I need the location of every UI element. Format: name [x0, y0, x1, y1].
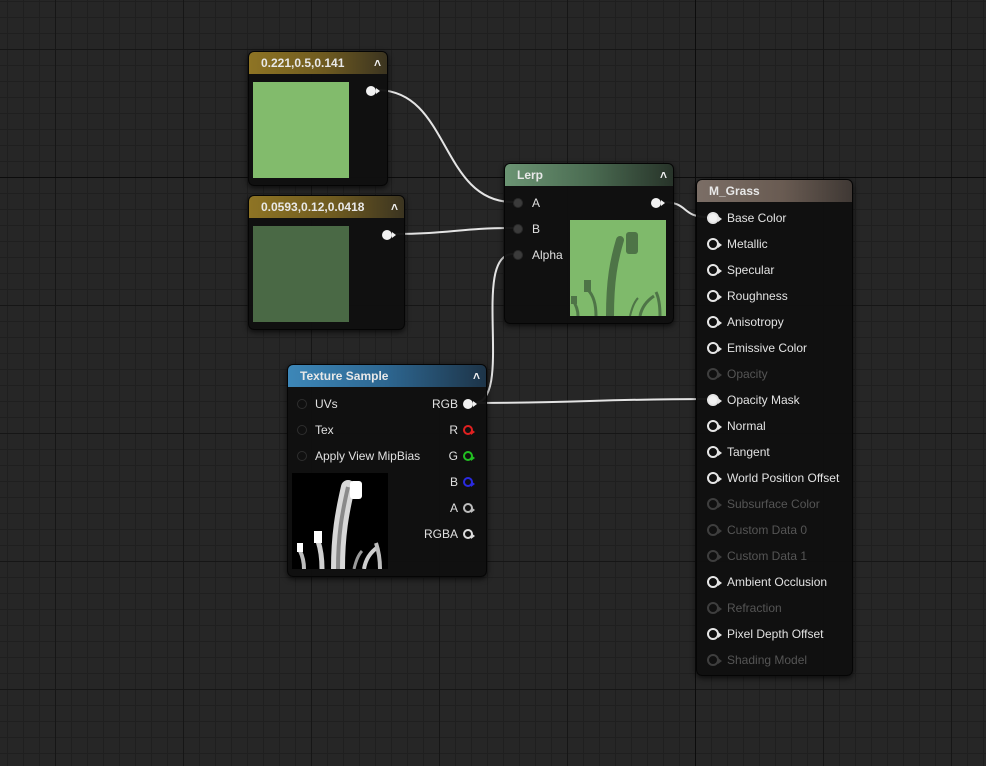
lerp-input-pin-alpha[interactable]: [513, 250, 523, 260]
lerp-preview-thumbnail: [570, 220, 666, 316]
constant-node-light[interactable]: 0.221,0.5,0.141 ˄: [248, 51, 388, 186]
material-pin-label: World Position Offset: [727, 471, 840, 485]
material-input-pin-opacity-mask[interactable]: [707, 394, 722, 406]
material-input-pin-emissive-color[interactable]: [707, 342, 722, 354]
texture-output-label-a: A: [449, 501, 458, 515]
material-pin-label: Normal: [727, 419, 766, 433]
chevron-up-icon[interactable]: ˄: [472, 369, 480, 383]
material-input-pin-refraction: [707, 602, 722, 614]
constant-light-output-pin[interactable]: [366, 86, 380, 96]
material-input-pin-ambient-occlusion[interactable]: [707, 576, 722, 588]
texture-input-pin-tex[interactable]: [297, 425, 307, 435]
constant-node-dark[interactable]: 0.0593,0.12,0.0418 ˄: [248, 195, 405, 330]
constant-dark-output-pin[interactable]: [382, 230, 396, 240]
material-input-pin-world-position-offset[interactable]: [707, 472, 722, 484]
lerp-input-pin-a[interactable]: [513, 198, 523, 208]
material-pin-label: Opacity: [727, 367, 768, 381]
texture-output-label-g: G: [448, 449, 458, 463]
texture-output-pin-r[interactable]: [463, 425, 475, 435]
chevron-up-icon[interactable]: ˄: [390, 200, 398, 214]
constant-node-light-title: 0.221,0.5,0.141: [261, 56, 345, 70]
wire-constant-dark-to-lerp-b[interactable]: [392, 227, 514, 235]
material-input-pin-specular[interactable]: [707, 264, 722, 276]
material-pin-label: Shading Model: [727, 653, 808, 667]
material-pin-label: Pixel Depth Offset: [727, 627, 824, 641]
material-input-pin-base-color[interactable]: [707, 212, 722, 224]
texture-output-pin-rgb[interactable]: [463, 399, 477, 409]
texture-input-label-tex: Tex: [315, 423, 334, 437]
lerp-node-header[interactable]: Lerp ˄: [505, 164, 673, 186]
material-input-pin-normal[interactable]: [707, 420, 722, 432]
material-pin-label: Custom Data 1: [727, 549, 808, 563]
material-input-pin-custom-data-0: [707, 524, 722, 536]
lerp-input-label-alpha: Alpha: [532, 248, 563, 262]
material-input-pin-custom-data-1: [707, 550, 722, 562]
constant-light-color-swatch: [253, 82, 349, 178]
lerp-node[interactable]: Lerp ˄ A B Alpha: [504, 163, 674, 324]
material-input-pin-shading-model: [707, 654, 722, 666]
texture-output-label-rgb: RGB: [431, 397, 458, 411]
material-pin-label: Opacity Mask: [727, 393, 800, 407]
wire-constant-light-to-lerp-a[interactable]: [376, 89, 514, 203]
material-output-title: M_Grass: [709, 184, 760, 198]
material-input-pin-anisotropy[interactable]: [707, 316, 722, 328]
texture-output-label-b: B: [449, 475, 458, 489]
material-pin-label: Specular: [727, 263, 775, 277]
material-pin-label: Custom Data 0: [727, 523, 808, 537]
material-pin-label: Ambient Occlusion: [727, 575, 828, 589]
texture-input-pin-mipbias[interactable]: [297, 451, 307, 461]
material-output-header[interactable]: M_Grass: [697, 180, 852, 202]
texture-output-label-r: R: [449, 423, 458, 437]
constant-node-light-header[interactable]: 0.221,0.5,0.141 ˄: [249, 52, 387, 74]
graph-axis-vertical: [695, 0, 696, 766]
texture-sample-header[interactable]: Texture Sample ˄: [288, 365, 486, 387]
material-pin-label: Refraction: [727, 601, 782, 615]
constant-dark-color-swatch: [253, 226, 349, 322]
lerp-node-title: Lerp: [517, 168, 544, 182]
constant-node-dark-title: 0.0593,0.12,0.0418: [261, 200, 365, 214]
texture-output-pin-a[interactable]: [463, 503, 475, 513]
material-pin-label: Base Color: [727, 211, 787, 225]
wire-texture-rgb-to-opacity-mask[interactable]: [473, 398, 709, 404]
lerp-input-label-a: A: [532, 196, 541, 210]
material-pin-label: Metallic: [727, 237, 768, 251]
texture-output-pin-g[interactable]: [463, 451, 475, 461]
lerp-input-pin-b[interactable]: [513, 224, 523, 234]
texture-input-label-uvs: UVs: [315, 397, 338, 411]
texture-output-label-rgba: RGBA: [423, 527, 458, 541]
material-input-pin-opacity: [707, 368, 722, 380]
material-input-pin-metallic[interactable]: [707, 238, 722, 250]
material-pin-label: Anisotropy: [727, 315, 784, 329]
material-input-pin-subsurface-color: [707, 498, 722, 510]
graph-axis-horizontal: [0, 177, 986, 178]
lerp-input-label-b: B: [532, 222, 541, 236]
material-input-pin-pixel-depth-offset[interactable]: [707, 628, 722, 640]
material-pin-label: Subsurface Color: [727, 497, 820, 511]
lerp-output-pin[interactable]: [651, 198, 665, 208]
texture-sample-title: Texture Sample: [300, 369, 389, 383]
material-pin-label: Tangent: [727, 445, 770, 459]
material-input-pin-roughness[interactable]: [707, 290, 722, 302]
chevron-up-icon[interactable]: ˄: [373, 56, 381, 70]
constant-node-dark-header[interactable]: 0.0593,0.12,0.0418 ˄: [249, 196, 404, 218]
chevron-up-icon[interactable]: ˄: [659, 168, 667, 182]
texture-input-label-mipbias: Apply View MipBias: [315, 449, 421, 463]
texture-input-pin-uvs[interactable]: [297, 399, 307, 409]
material-input-pin-tangent[interactable]: [707, 446, 722, 458]
material-pin-label: Roughness: [727, 289, 788, 303]
material-pin-label: Emissive Color: [727, 341, 808, 355]
texture-output-pin-b[interactable]: [463, 477, 475, 487]
texture-preview-thumbnail: [292, 473, 388, 569]
texture-output-pin-rgba[interactable]: [463, 529, 475, 539]
texture-sample-node[interactable]: Texture Sample ˄ UVs Tex Apply View MipB…: [287, 364, 487, 577]
